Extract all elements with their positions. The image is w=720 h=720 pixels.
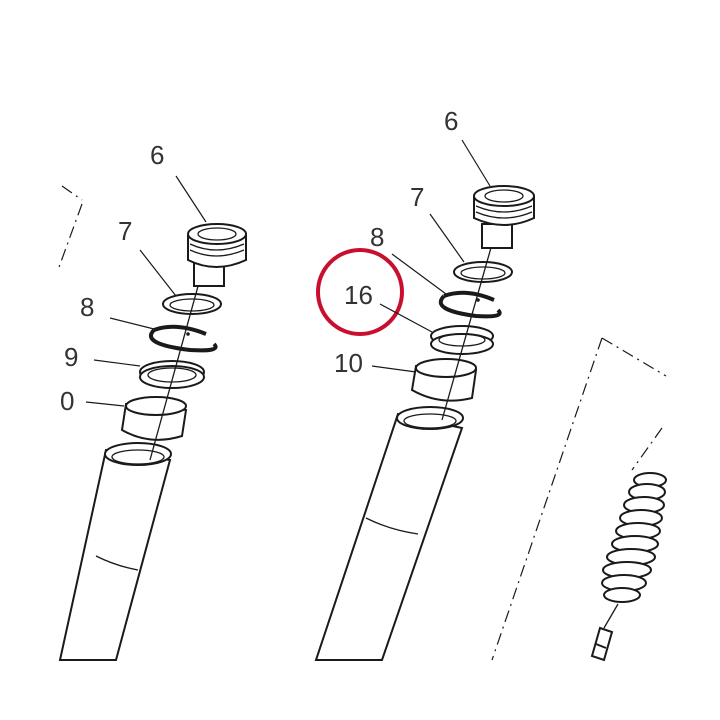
right-callout-16: 16	[344, 280, 373, 310]
left-axis-line-lower	[57, 203, 83, 271]
right-leader-8	[391, 253, 447, 295]
right-leader-6	[461, 139, 491, 187]
right-fork-assembly: 6 7 8 16 10	[314, 106, 535, 661]
spring	[601, 472, 667, 603]
right-leader-7	[429, 213, 465, 263]
damper-rod	[590, 603, 619, 662]
right-callout-8: 8	[370, 222, 384, 252]
left-leader-0	[85, 401, 125, 407]
left-leader-6	[175, 175, 207, 223]
right-clip	[438, 290, 502, 319]
left-fork-tube	[58, 442, 172, 661]
right-callout-10: 10	[334, 348, 363, 378]
left-callout-0: 0	[60, 386, 74, 416]
right-bushing	[410, 358, 478, 402]
right-axis-line-short	[631, 427, 663, 471]
left-axis-line-upper	[61, 185, 83, 201]
spring-assembly	[491, 337, 667, 662]
left-leader-7	[139, 249, 177, 297]
left-fork-assembly: 6 7 8 9 0	[57, 140, 247, 661]
left-leader-9	[93, 359, 141, 367]
right-center-line	[441, 215, 501, 421]
left-callout-6: 6	[150, 140, 164, 170]
right-leader-16	[379, 303, 433, 333]
left-ring-lower	[139, 360, 205, 389]
right-axis-line-lower	[491, 337, 603, 661]
left-callout-9: 9	[64, 342, 78, 372]
right-axis-line-upper	[601, 337, 667, 377]
left-callout-8: 8	[80, 292, 94, 322]
right-highlighted-ring	[430, 325, 494, 355]
left-bushing	[120, 396, 188, 441]
right-fork-tube	[314, 406, 464, 661]
right-ring-upper	[453, 261, 513, 283]
highlight-circle	[316, 248, 404, 336]
right-leader-10	[371, 365, 417, 373]
left-callout-7: 7	[118, 216, 132, 246]
right-top-cap	[473, 185, 535, 249]
left-clip	[149, 324, 218, 353]
right-callout-6: 6	[444, 106, 458, 136]
left-ring-upper	[162, 293, 222, 315]
left-top-cap	[187, 223, 247, 287]
right-callout-7: 7	[410, 182, 424, 212]
left-leader-8	[109, 317, 159, 331]
